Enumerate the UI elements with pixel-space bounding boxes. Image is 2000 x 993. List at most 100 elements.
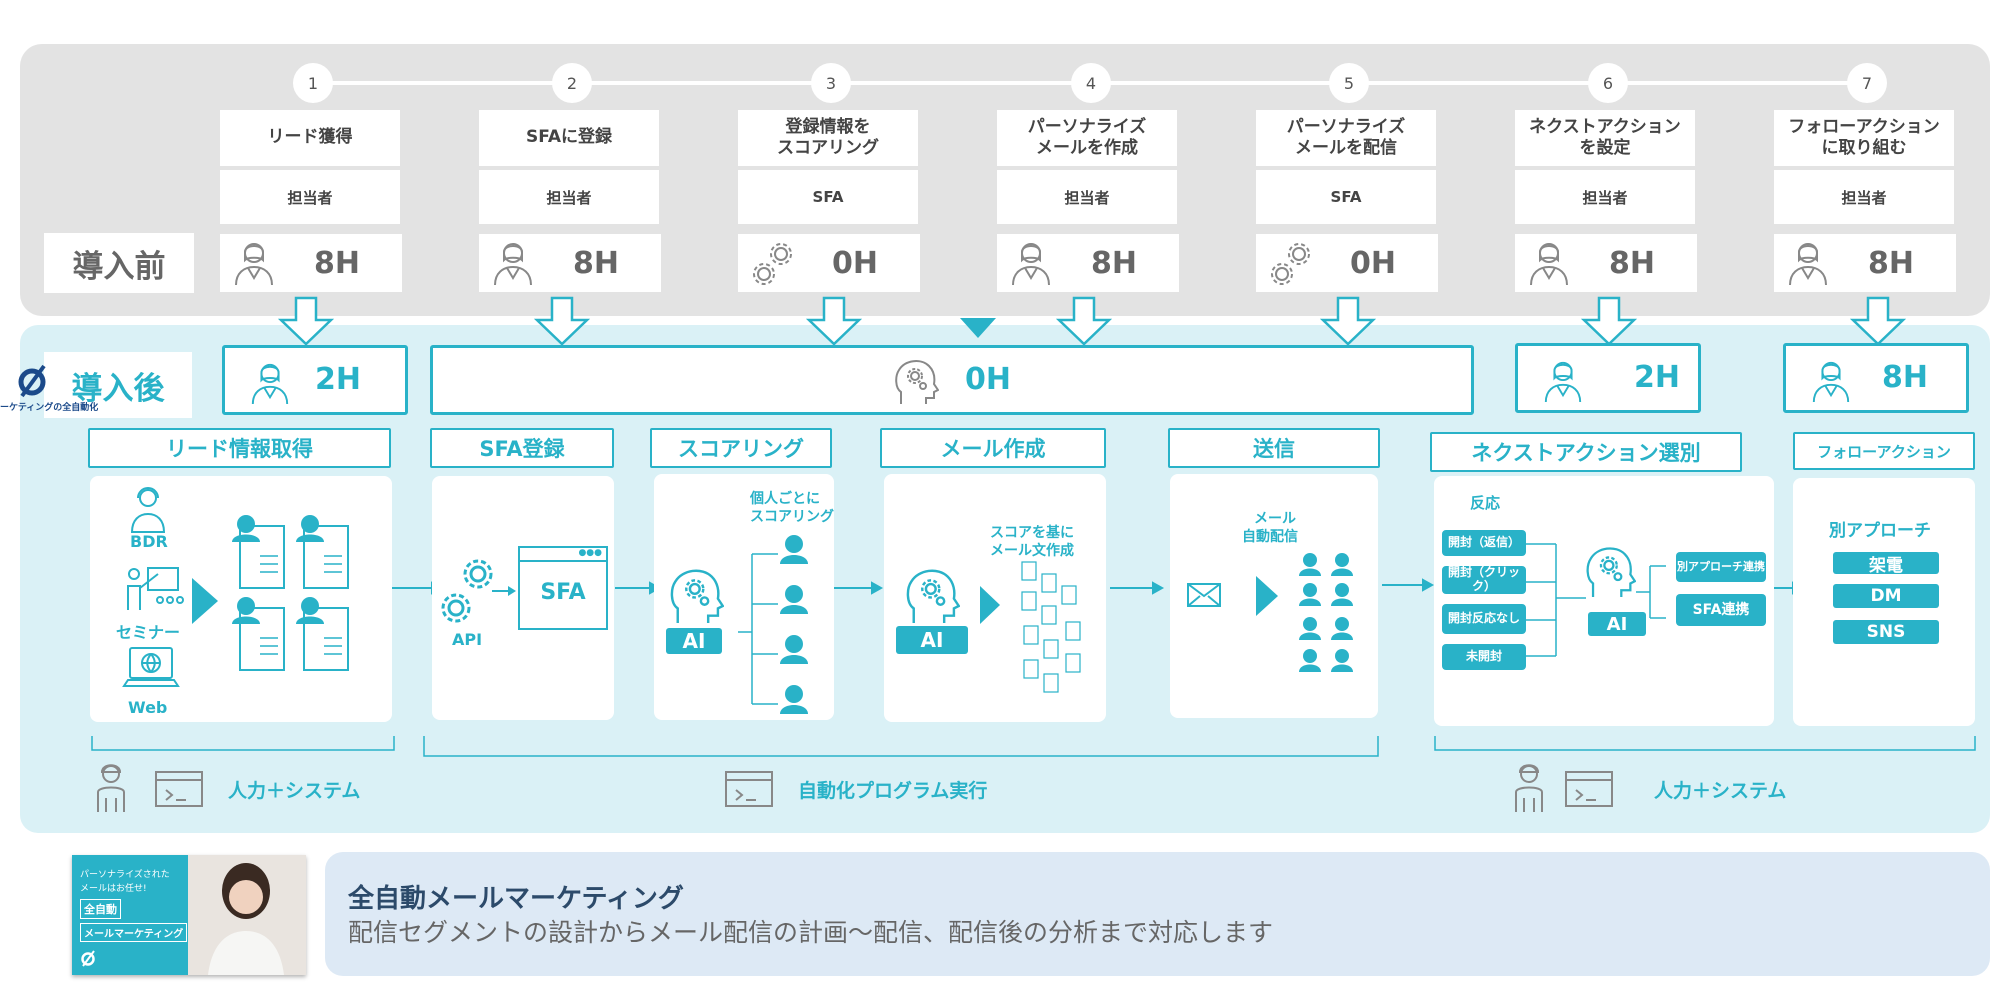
after-hours-box: 2H xyxy=(1515,343,1701,413)
hours-value: 8H xyxy=(314,246,360,281)
seminar-icon xyxy=(127,567,184,610)
step-number: 4 xyxy=(1071,63,1111,103)
person-icon xyxy=(1789,243,1827,286)
terminal-icon xyxy=(1565,771,1613,807)
worker-icon xyxy=(1515,764,1543,812)
reaction-pill: 開封（クリック） xyxy=(1442,565,1526,594)
reaction-pill: 開封反応なし xyxy=(1442,604,1526,634)
hours-box: 8H xyxy=(479,234,661,292)
process-title-scoring: スコアリング xyxy=(650,428,832,468)
step-owner: SFA xyxy=(1256,170,1436,224)
bracket xyxy=(423,736,1379,757)
step-number: 5 xyxy=(1329,63,1369,103)
envelope-icon xyxy=(1187,583,1221,607)
step-owner: 担当者 xyxy=(1774,170,1954,224)
person-icon xyxy=(1812,361,1850,403)
step-title: パーソナライズ メールを配信 xyxy=(1256,110,1436,166)
after-label: 導入後 xyxy=(44,352,192,418)
step-owner: SFA xyxy=(738,170,918,224)
step-title: SFAに登録 xyxy=(479,110,659,166)
person-icon xyxy=(251,363,289,405)
footer-label-left: 人力＋システム xyxy=(228,780,361,802)
before-label: 導入前 xyxy=(44,233,194,293)
bottom-description: 配信セグメントの設計からメール配信の計画〜配信、配信後の分析まで対応します xyxy=(348,918,1274,947)
documents-icon xyxy=(1021,561,1081,693)
ai-head-icon xyxy=(895,360,939,404)
bracket xyxy=(91,736,395,751)
step-number: 1 xyxy=(293,63,333,103)
reaction-pill: 未開封 xyxy=(1442,644,1526,670)
lead-documents-icon xyxy=(232,515,349,671)
hours-box: 8H xyxy=(1515,234,1697,292)
step-title: リード獲得 xyxy=(220,110,400,166)
sfa-window-label: SFA xyxy=(540,580,586,605)
down-arrow xyxy=(1580,296,1638,346)
send-note-2: 自動配信 xyxy=(1242,529,1298,545)
after-hours-box: 0H xyxy=(430,345,1474,415)
send-card: メール 自動配信 xyxy=(1170,474,1378,718)
gears-icon xyxy=(441,559,493,623)
process-title-next: ネクストアクション選別 xyxy=(1430,432,1742,472)
step-owner: 担当者 xyxy=(997,170,1177,224)
process-title-send: 送信 xyxy=(1168,428,1380,468)
hours-box: 8H xyxy=(220,234,402,292)
hours-value: 2H xyxy=(315,362,361,397)
reaction-pill: 開封（返信） xyxy=(1442,530,1526,556)
gears-icon xyxy=(1271,243,1310,285)
process-title-sfa: SFA登録 xyxy=(430,428,614,468)
step-title: 登録情報を スコアリング xyxy=(738,110,918,166)
step-number: 3 xyxy=(811,63,851,103)
right-triangle-arrow-icon xyxy=(1256,576,1278,616)
merge-triangle xyxy=(960,318,996,338)
down-arrow xyxy=(1849,296,1907,346)
terminal-icon xyxy=(725,771,773,807)
step-number: 2 xyxy=(552,63,592,103)
follow-title: 別アプローチ xyxy=(1829,521,1931,541)
bottom-title: 全自動メールマーケティング xyxy=(348,884,684,914)
next-action-card: 反応 開封（返信） 開封（クリック） 開封反応なし 未開封 AI 別アプローチ連… xyxy=(1434,476,1774,726)
person-photo-icon xyxy=(208,863,284,975)
scoring-people-tree xyxy=(738,535,808,714)
terminal-icon xyxy=(155,771,203,807)
seminar-label: セミナー xyxy=(116,623,181,642)
mail-card: スコアを基に メール文作成 AI xyxy=(884,474,1106,722)
ai-head-icon xyxy=(1586,547,1636,597)
down-arrow xyxy=(533,296,591,346)
hours-value: 8H xyxy=(573,246,619,281)
hours-value: 8H xyxy=(1091,246,1137,281)
thumb-line-2: メールはお任せ! xyxy=(80,884,147,894)
product-thumbnail[interactable]: パーソナライズされた メールはお任せ! 全自動 メールマーケティング xyxy=(72,855,306,975)
step-owner: 担当者 xyxy=(220,170,400,224)
output-connector xyxy=(1636,565,1666,619)
process-title-mail: メール作成 xyxy=(880,428,1106,468)
people-group-icon xyxy=(1299,553,1353,672)
right-triangle-arrow-icon xyxy=(980,586,1000,624)
follow-card: 別アプローチ 架電 DM SNS xyxy=(1793,478,1975,726)
hours-box: 8H xyxy=(1774,234,1956,292)
ai-badge: AI xyxy=(1588,612,1646,636)
right-triangle-arrow-icon xyxy=(192,578,218,624)
logo-text: ーケティングの全自動化 xyxy=(0,403,99,413)
scoring-note-2: スコアリング xyxy=(750,509,834,525)
ai-head-icon xyxy=(906,569,960,623)
step-title: ネクストアクション を設定 xyxy=(1515,110,1695,166)
down-arrow xyxy=(805,296,863,346)
down-arrow xyxy=(1055,296,1113,346)
laptop-web-icon xyxy=(122,647,180,687)
hours-value: 0H xyxy=(1350,246,1396,281)
hours-box: 0H xyxy=(1256,234,1438,292)
api-label: API xyxy=(452,630,483,649)
step-title: フォローアクション に取り組む xyxy=(1774,110,1954,166)
ai-badge: AI xyxy=(896,626,968,654)
person-icon xyxy=(494,243,532,286)
web-label: Web xyxy=(128,698,168,717)
output-pill: 別アプローチ連携 xyxy=(1676,552,1766,582)
person-photo xyxy=(188,855,306,975)
logo-icon xyxy=(81,950,95,967)
hours-value: 8H xyxy=(1609,246,1655,281)
process-title-lead: リード情報取得 xyxy=(88,428,391,468)
gears-icon xyxy=(753,243,792,285)
down-arrow xyxy=(277,296,335,346)
window-dots-icon: ●●● xyxy=(520,548,606,562)
